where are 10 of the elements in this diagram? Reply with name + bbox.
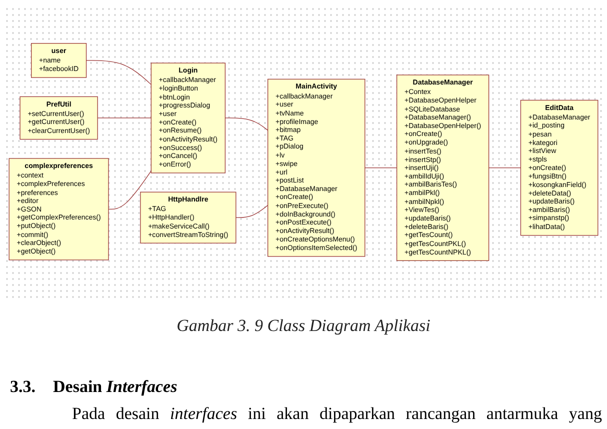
section-heading: Desain Interfaces (53, 377, 178, 397)
connector (224, 118, 268, 131)
connector (86, 60, 152, 85)
connector (108, 170, 152, 210)
figure-caption: Gambar 3. 9 Class Diagram Aplikasi (176, 316, 432, 336)
body-paragraph: Pada desain interfaces ini akan dipaparkan rancangan antarmuka yang (71, 404, 602, 424)
connector (364, 167, 398, 168)
section-number: 3.3. (10, 377, 36, 397)
connector (236, 204, 268, 218)
connector (488, 167, 522, 168)
